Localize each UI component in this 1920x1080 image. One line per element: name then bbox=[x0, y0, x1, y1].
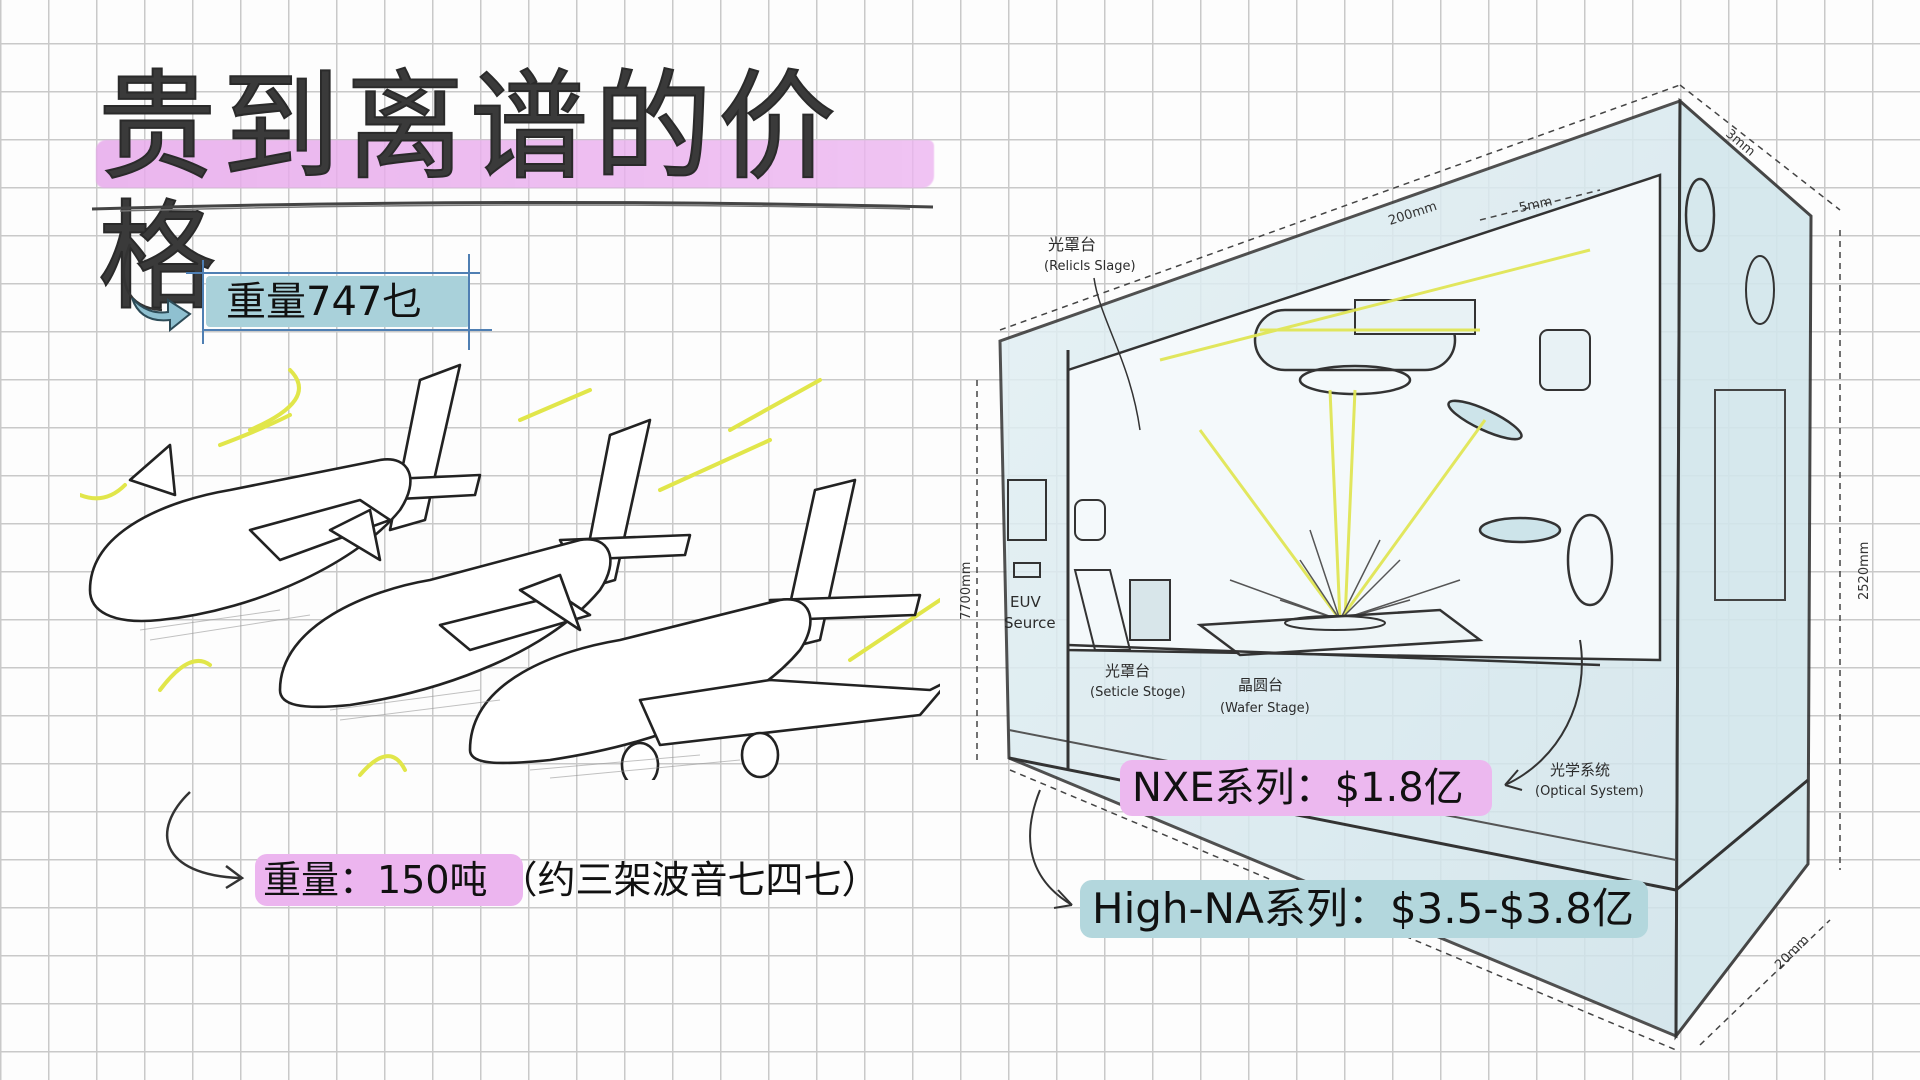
weight-747-tag: 重量747乜 bbox=[186, 254, 492, 350]
tag-747-text: 重量747乜 bbox=[226, 279, 423, 325]
page-title: 贵到离谱的价格 bbox=[92, 61, 942, 323]
dimension-line-top bbox=[186, 272, 480, 274]
airplane-icon bbox=[468, 478, 940, 780]
dim-height-right: 2520mm bbox=[1857, 542, 1872, 600]
curved-arrow-icon bbox=[1504, 639, 1583, 786]
label-wafer-cn: 晶圆台 bbox=[1238, 676, 1283, 694]
weight-value: 重量：150吨 bbox=[263, 858, 488, 902]
dimension-lines bbox=[976, 84, 1841, 1051]
high-na-highlight bbox=[1080, 880, 1648, 938]
price-high-na-text: High-NA系列：$3.5-$3.8亿 bbox=[1092, 884, 1635, 933]
curved-arrow-icon bbox=[122, 243, 192, 332]
weight-highlight bbox=[255, 854, 523, 906]
dimension-line-left bbox=[202, 260, 204, 344]
label-reticle-top-en: (Relicls Slage) bbox=[1044, 259, 1136, 274]
airplane-icon bbox=[278, 418, 692, 709]
price-nxe-text: NXE系列：$1.8亿 bbox=[1132, 765, 1464, 811]
nxe-highlight bbox=[1120, 760, 1492, 816]
airplanes-illustration bbox=[80, 363, 940, 780]
label-euv-source-2: Seurce bbox=[1004, 614, 1056, 632]
title-highlight bbox=[96, 140, 934, 188]
dim-inner: 5mm bbox=[1518, 194, 1554, 216]
dim-depth-bottom: 20mm bbox=[1772, 933, 1812, 973]
label-reticle-bottom-en: (Seticle Stoge) bbox=[1090, 685, 1186, 700]
title-text: 贵到离谱的价格 bbox=[97, 58, 843, 326]
curved-arrow-icon bbox=[165, 791, 245, 890]
euv-beam-icon bbox=[1159, 248, 1591, 621]
weight-label: 重量：150吨（约三架波音七四七） bbox=[255, 852, 880, 908]
tag-highlight bbox=[206, 276, 470, 327]
dimension-line-right bbox=[468, 254, 470, 350]
dim-height-left: 7700mm bbox=[959, 562, 974, 620]
curved-arrow-icon bbox=[1029, 789, 1073, 906]
motion-lines-icon bbox=[80, 368, 940, 777]
price-nxe-label: NXE系列：$1.8亿 bbox=[1120, 760, 1492, 816]
title-underline bbox=[91, 200, 934, 212]
price-high-na-label: High-NA系列：$3.5-$3.8亿 bbox=[1080, 880, 1648, 938]
label-reticle-bottom-cn: 光罩台 bbox=[1105, 662, 1150, 680]
label-wafer-en: (Wafer Stage) bbox=[1220, 701, 1310, 716]
label-optical-en: (Optical System) bbox=[1535, 784, 1644, 799]
shading-hatch bbox=[139, 609, 741, 779]
weight-note: （约三架波音七四七） bbox=[499, 858, 880, 902]
label-reticle-top-cn: 光罩台 bbox=[1048, 235, 1096, 254]
panel-icon bbox=[1007, 479, 1047, 541]
label-euv-source-1: EUV bbox=[1010, 593, 1041, 611]
dimension-line-bottom bbox=[202, 329, 492, 331]
label-optical-cn: 光学系统 bbox=[1550, 761, 1610, 779]
airplane-icon bbox=[88, 363, 482, 623]
